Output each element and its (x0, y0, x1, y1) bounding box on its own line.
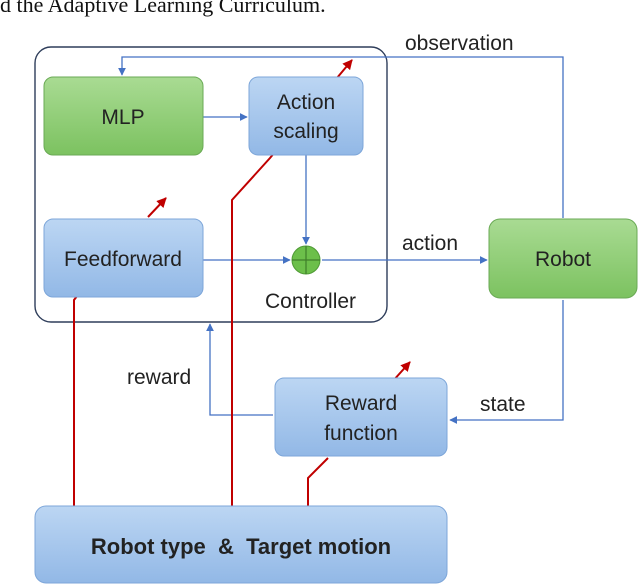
action-scaling-label-line1: Action (277, 91, 335, 114)
red-line-feedforward (73, 285, 86, 506)
feedforward-label: Feedforward (64, 248, 182, 271)
controller-label: Controller (265, 290, 356, 313)
state-label: state (480, 393, 526, 416)
state-arrow (449, 300, 564, 424)
mlp-label: MLP (101, 106, 144, 129)
robot-block (488, 218, 638, 299)
feedforward-block (43, 218, 204, 298)
reward-label: reward (127, 366, 191, 389)
red-line-reward-function (307, 457, 329, 506)
robot-type-target-motion-label: Robot type & Target motion (91, 534, 391, 559)
observation-arrow (118, 56, 564, 218)
reward-arrow (206, 323, 273, 416)
figure-caption: d the Adaptive Learning Curriculum. (0, 0, 326, 17)
reward-function-block (274, 377, 448, 457)
controller-container (34, 46, 388, 323)
action-label: action (402, 232, 458, 255)
action-scaling-block (248, 76, 364, 156)
reward-function-label-line1: Reward (325, 392, 397, 415)
sum-node (291, 245, 321, 275)
red-arrow-feedforward (147, 197, 167, 218)
action-scaling-label-line2: scaling (273, 120, 338, 143)
mlp-block (43, 76, 204, 156)
robot-type-target-motion-block (34, 505, 448, 584)
observation-label: observation (405, 32, 514, 55)
robot-label: Robot (535, 248, 591, 271)
reward-function-label-line2: function (324, 422, 398, 445)
